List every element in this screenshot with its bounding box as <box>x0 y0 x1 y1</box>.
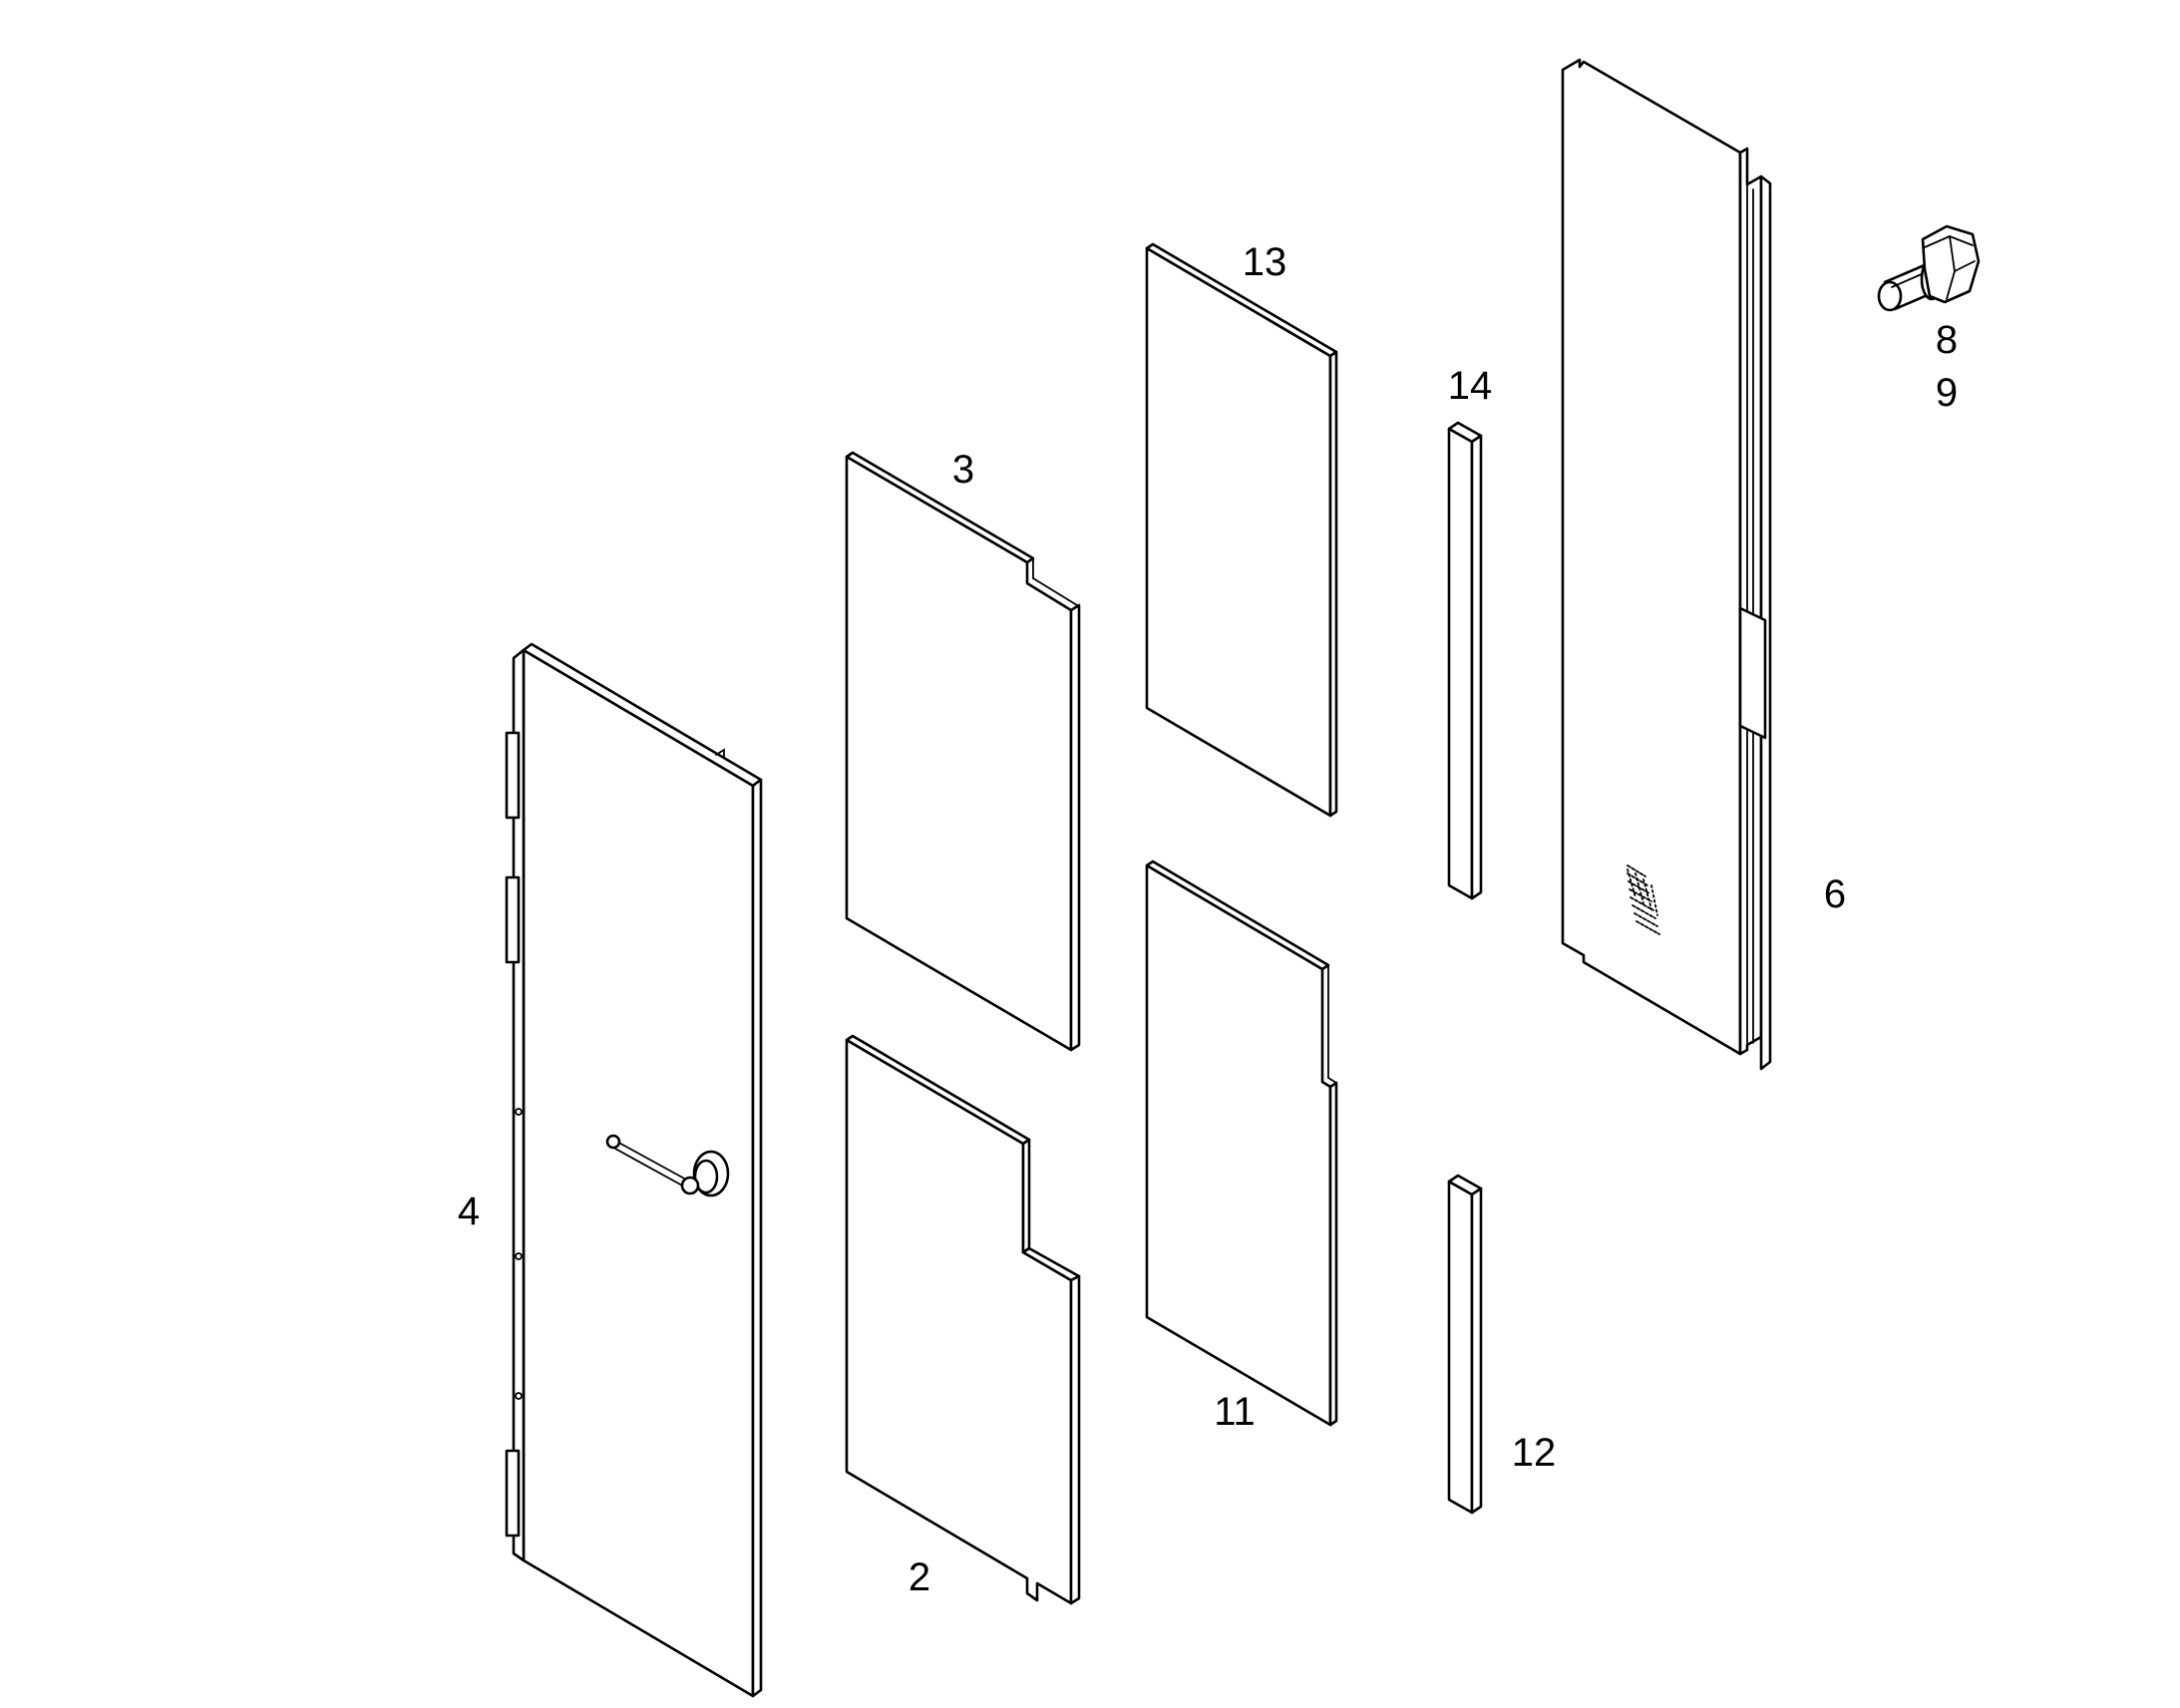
panel-lower-middle-part <box>1145 859 1338 1427</box>
door-part <box>505 642 763 1698</box>
label-2: 2 <box>908 1555 930 1599</box>
hinge-icon <box>505 1449 521 1537</box>
label-6: 6 <box>1824 872 1846 916</box>
label-8: 8 <box>1936 318 1958 362</box>
label-9: 9 <box>1936 371 1958 415</box>
label-14: 14 <box>1448 364 1493 408</box>
label-12: 12 <box>1512 1431 1557 1475</box>
label-4: 4 <box>458 1190 480 1233</box>
hinge-icon <box>505 731 521 820</box>
hinge-icon <box>505 875 521 964</box>
panel-upper-left-part <box>845 451 1081 1052</box>
label-3: 3 <box>952 448 974 492</box>
vent-holes-icon <box>1627 864 1660 935</box>
strip-upper-part <box>1447 421 1483 900</box>
panel-lower-left-part <box>845 1034 1081 1605</box>
back-panel-part <box>1561 58 1772 1071</box>
label-11: 11 <box>1214 1390 1256 1434</box>
strip-lower-part <box>1447 1174 1483 1515</box>
door-handle-icon <box>605 1134 730 1197</box>
bolt-icon <box>1877 224 1981 312</box>
panel-upper-middle-part <box>1145 242 1338 818</box>
label-13: 13 <box>1243 240 1287 284</box>
